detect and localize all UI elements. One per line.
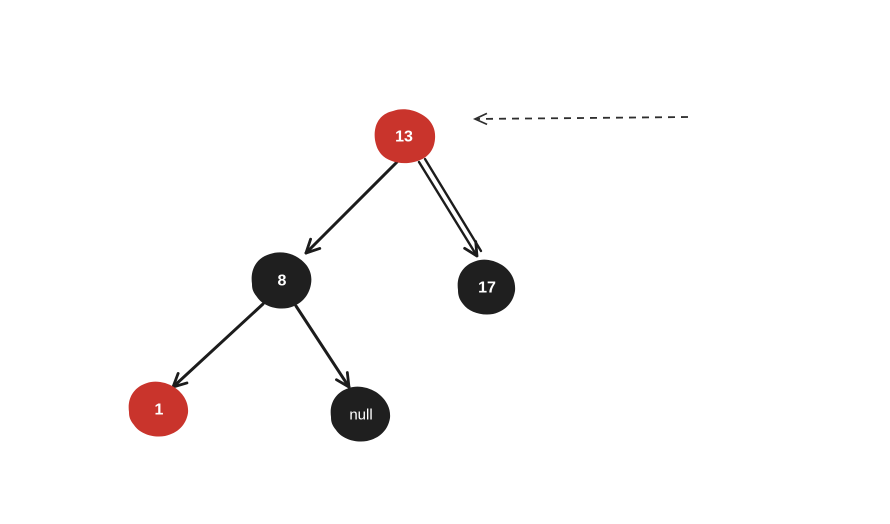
edge-13-to-17[interactable]: [417, 157, 483, 258]
node-8-label: 8: [278, 273, 287, 290]
node-null-label: null: [349, 407, 372, 424]
root-pointer-dashed-arrow[interactable]: [472, 112, 689, 126]
node-8-shape: [251, 252, 312, 309]
node-1-label: 1: [155, 402, 164, 419]
node-1[interactable]: 1: [128, 381, 189, 437]
node-null[interactable]: null: [330, 386, 391, 442]
node-13-label: 13: [395, 129, 413, 146]
node-17[interactable]: 17: [457, 259, 516, 315]
tree-nodes: 13 8 17 1 null: [128, 109, 516, 442]
edge-8-to-null[interactable]: [294, 304, 351, 389]
node-null-shape: [330, 386, 391, 442]
node-8[interactable]: 8: [251, 252, 312, 309]
tree-edges: [171, 157, 483, 389]
node-13[interactable]: 13: [374, 109, 436, 164]
edge-8-to-1[interactable]: [171, 302, 265, 389]
edge-13-to-8[interactable]: [304, 160, 399, 255]
node-17-label: 17: [478, 280, 496, 297]
node-13-shape: [374, 109, 436, 164]
node-17-shape: [457, 259, 516, 315]
node-1-shape: [128, 381, 189, 437]
